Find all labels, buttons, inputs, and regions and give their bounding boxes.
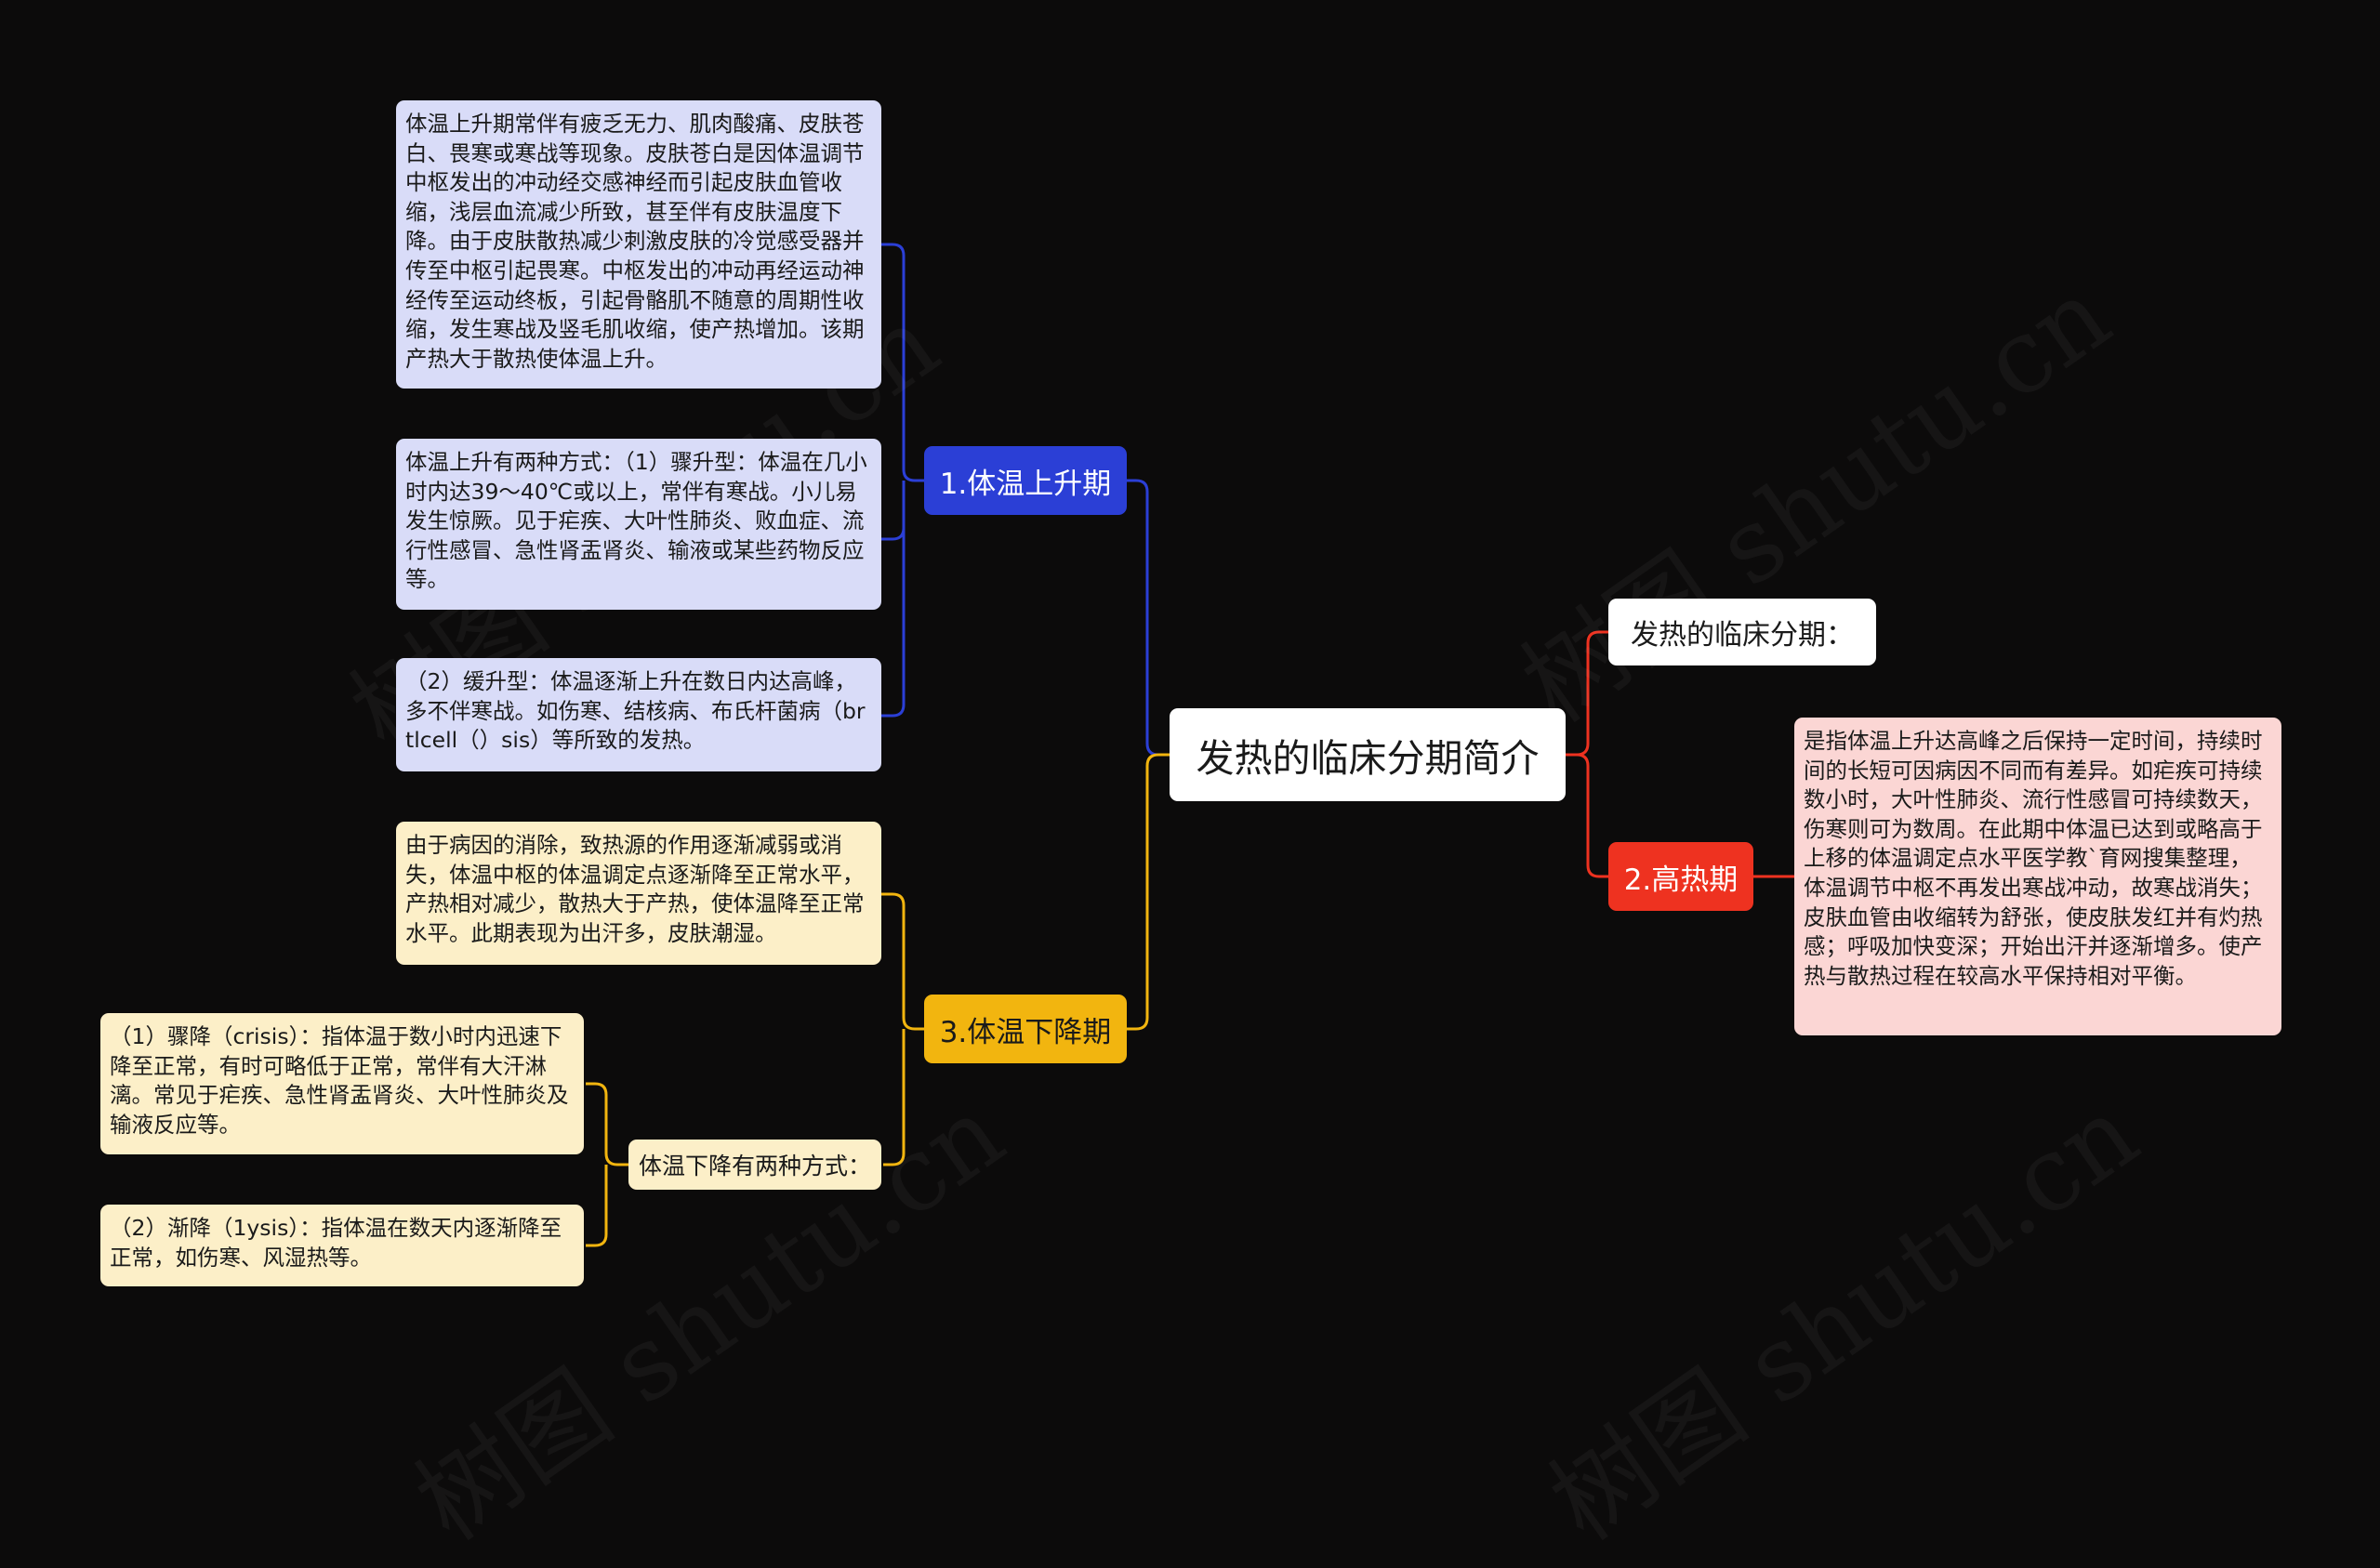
- branch-high[interactable]: 2.高热期: [1608, 842, 1753, 911]
- connector-lines: [586, 243, 1794, 1247]
- connector-rise-notes: [881, 243, 924, 482]
- connector-sub-notes: [586, 1082, 628, 1166]
- connector-fall-notes: [881, 892, 924, 1031]
- intro-topic[interactable]: 发热的临床分期：: [1608, 599, 1876, 665]
- branch-rise[interactable]: 1.体温上升期: [924, 446, 1127, 515]
- connector-root-fall: [1127, 753, 1170, 1031]
- rise-note-1[interactable]: 体温上升期常伴有疲乏无力、肌肉酸痛、皮肤苍白、畏寒或寒战等现象。皮肤苍白是因体温…: [396, 100, 881, 389]
- connector-root-rise: [1127, 479, 1170, 757]
- connector-root-high: [1566, 753, 1608, 878]
- fall-note-1[interactable]: 由于病因的消除，致热源的作用逐渐减弱或消失，体温中枢的体温调定点逐渐降至正常水平…: [396, 822, 881, 965]
- rise-note-3[interactable]: （2）缓升型：体温逐渐上升在数日内达高峰，多不伴寒战。如伤寒、结核病、布氏杆菌病…: [396, 658, 881, 771]
- high-note[interactable]: 是指体温上升达高峰之后保持一定时间，持续时间的长短可因病因不同而有差异。如疟疾可…: [1794, 718, 2281, 1035]
- connector-root-intro: [1566, 630, 1608, 757]
- root-topic[interactable]: 发热的临床分期简介: [1170, 708, 1566, 801]
- fall-sub-topic[interactable]: 体温下降有两种方式：: [628, 1140, 881, 1190]
- fall-sub-note-2[interactable]: （2）渐降（1ysis）：指体温在数天内逐渐降至正常，如伤寒、风湿热等。: [100, 1205, 584, 1286]
- rise-note-2[interactable]: 体温上升有两种方式：（1）骤升型：体温在几小时内达39～40℃或以上，常伴有寒战…: [396, 439, 881, 610]
- branch-fall[interactable]: 3.体温下降期: [924, 995, 1127, 1063]
- fall-sub-note-1[interactable]: （1）骤降（crisis）：指体温于数小时内迅速下降至正常，有时可略低于正常，常…: [100, 1013, 584, 1154]
